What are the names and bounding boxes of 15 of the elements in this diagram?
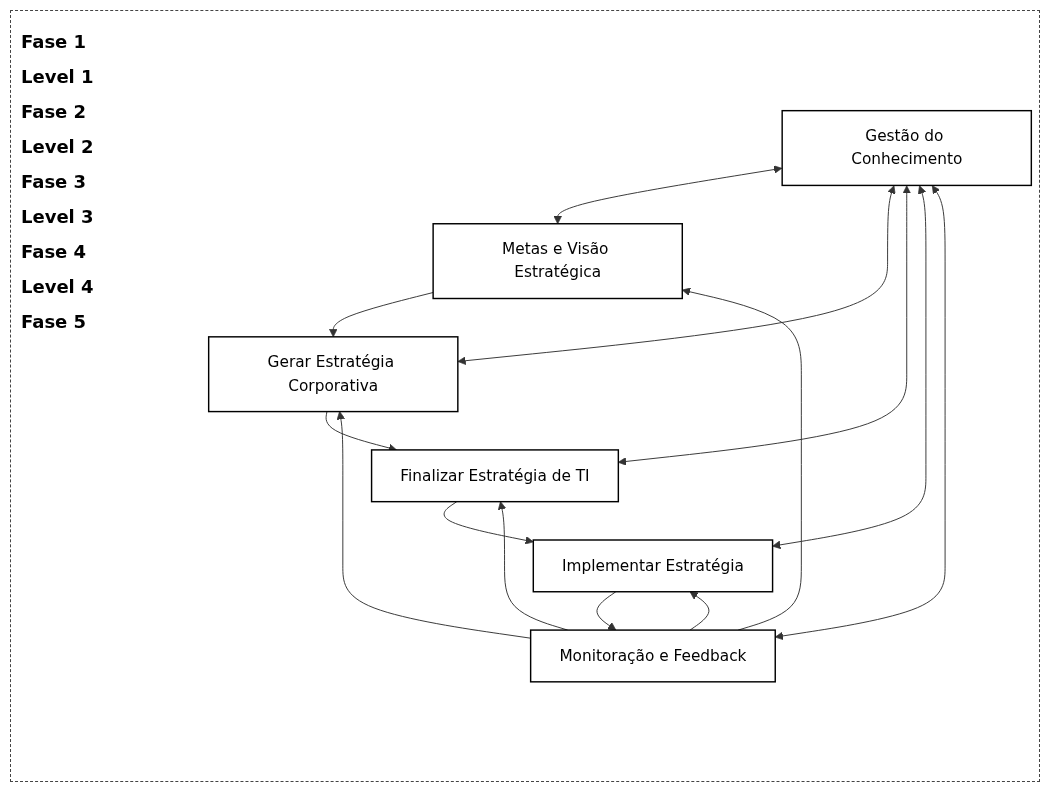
side-label: Level 4 <box>21 276 95 297</box>
node-box: Monitoração e Feedback <box>529 629 776 683</box>
side-label: Fase 1 <box>21 31 88 52</box>
side-label: Level 2 <box>21 136 95 157</box>
side-label: Fase 2 <box>21 101 88 122</box>
node-box: Finalizar Estratégia de TI <box>370 448 620 503</box>
side-label: Fase 5 <box>21 311 88 332</box>
node-box: Metas e Visão Estratégica <box>432 222 683 299</box>
side-label: Level 3 <box>21 206 95 227</box>
side-label: Level 1 <box>21 66 95 87</box>
node-box: Implementar Estratégia <box>532 539 774 593</box>
side-label: Fase 3 <box>21 171 88 192</box>
side-label: Fase 4 <box>21 241 88 262</box>
node-box: Gerar Estratégia Corporativa <box>207 335 459 413</box>
node-box: Gestão do Conhecimento <box>781 109 1033 186</box>
